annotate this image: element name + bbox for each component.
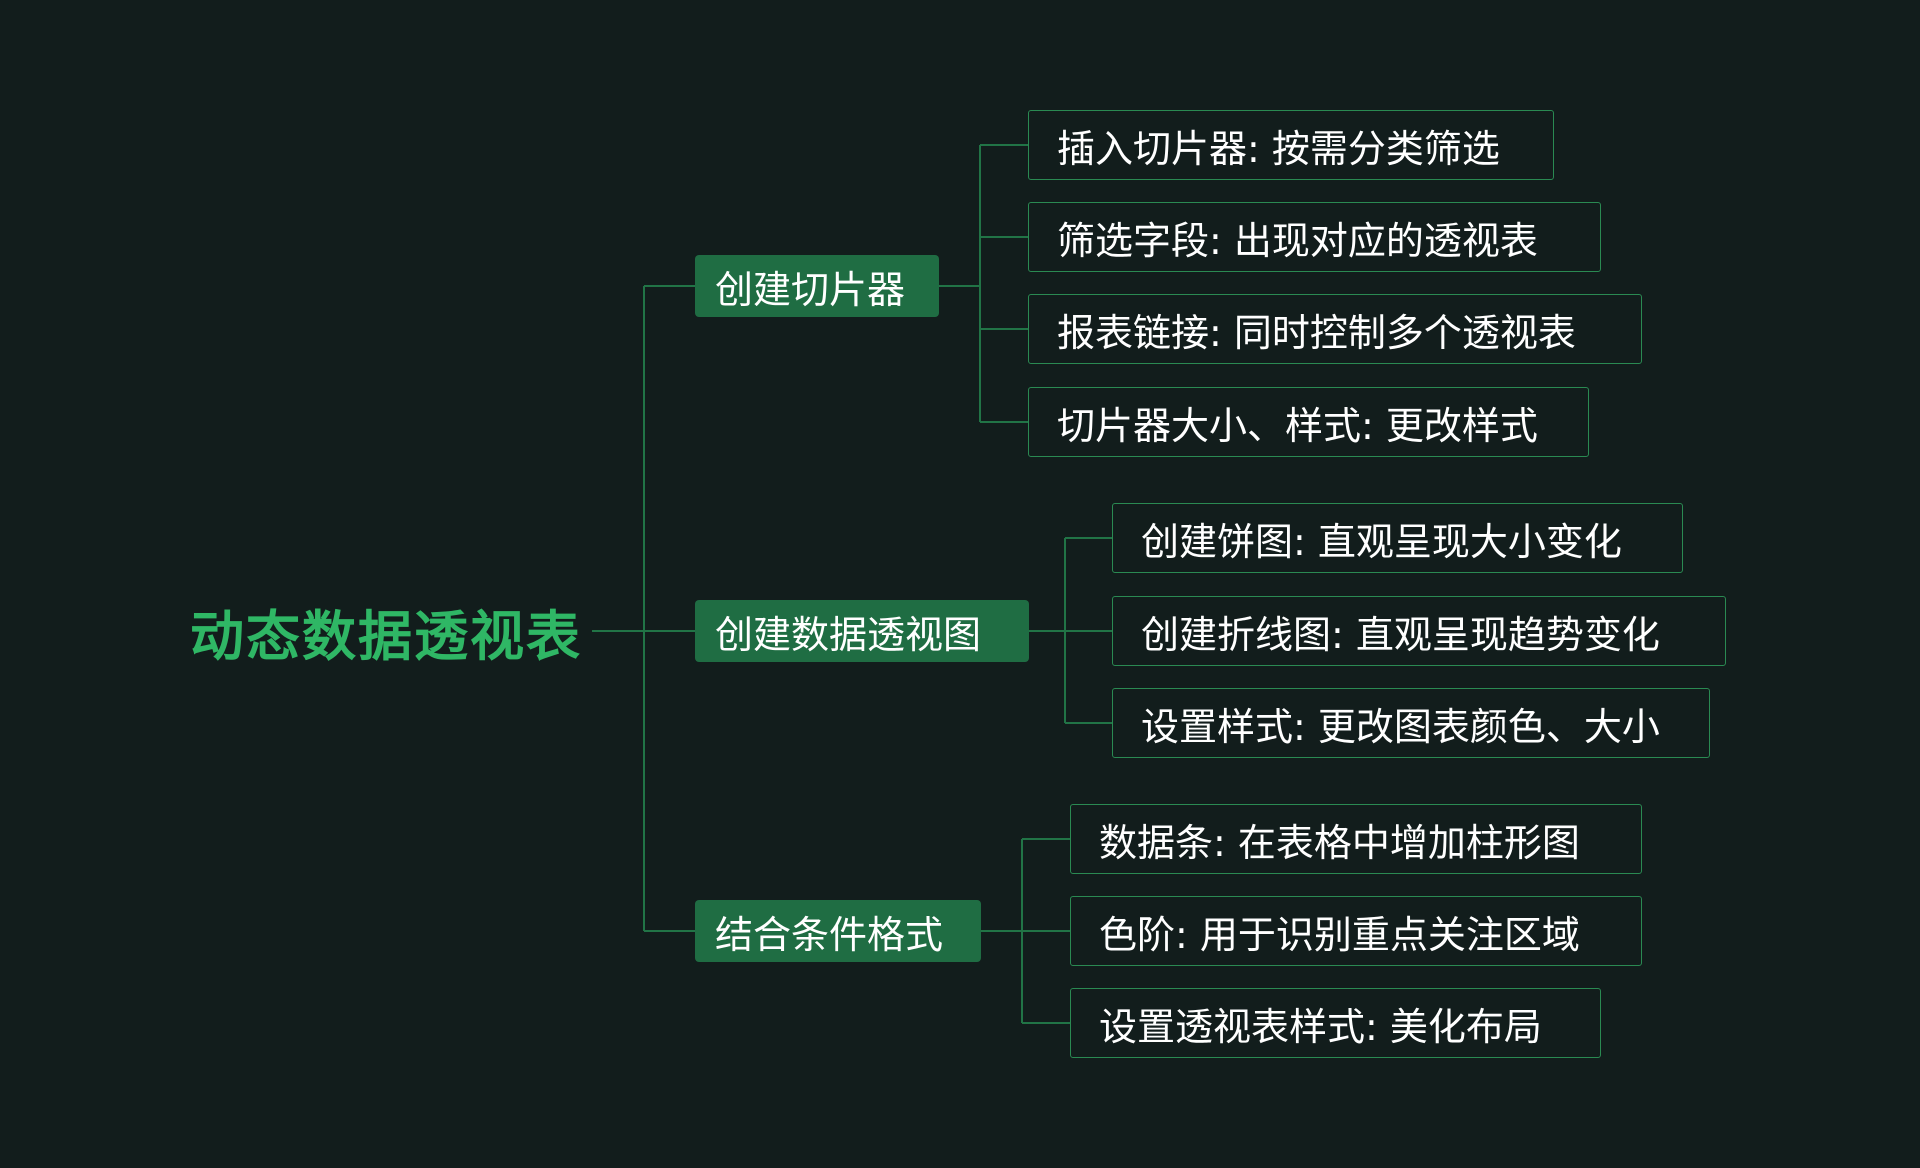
root-node-title[interactable]: 动态数据透视表 — [190, 604, 582, 668]
leaf-node-b3-2[interactable]: 色阶: 用于识别重点关注区域 — [1070, 896, 1642, 966]
branch-node-conditional-format[interactable]: 结合条件格式 — [695, 900, 981, 962]
leaf-node-b1-3[interactable]: 报表链接: 同时控制多个透视表 — [1028, 294, 1642, 364]
branch-node-create-pivot-chart[interactable]: 创建数据透视图 — [695, 600, 1029, 662]
leaf-node-b1-1[interactable]: 插入切片器: 按需分类筛选 — [1028, 110, 1554, 180]
leaf-node-b1-2[interactable]: 筛选字段: 出现对应的透视表 — [1028, 202, 1601, 272]
leaf-node-b3-3[interactable]: 设置透视表样式: 美化布局 — [1070, 988, 1601, 1058]
leaf-node-b3-1[interactable]: 数据条: 在表格中增加柱形图 — [1070, 804, 1642, 874]
leaf-node-b2-1[interactable]: 创建饼图: 直观呈现大小变化 — [1112, 503, 1683, 573]
branch-node-create-slicer[interactable]: 创建切片器 — [695, 255, 939, 317]
leaf-node-b2-2[interactable]: 创建折线图: 直观呈现趋势变化 — [1112, 596, 1726, 666]
leaf-node-b1-4[interactable]: 切片器大小、样式: 更改样式 — [1028, 387, 1589, 457]
leaf-node-b2-3[interactable]: 设置样式: 更改图表颜色、大小 — [1112, 688, 1710, 758]
